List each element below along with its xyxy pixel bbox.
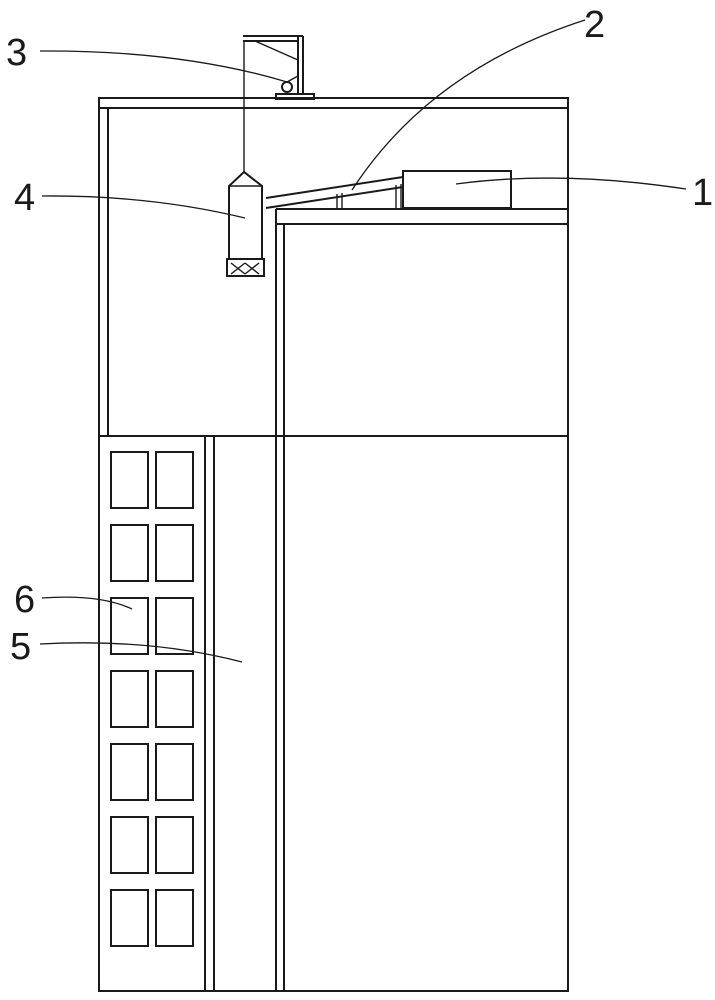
leader-1	[455, 177, 687, 190]
leader-2	[351, 19, 586, 191]
window-pane	[155, 743, 194, 801]
component-1-box	[402, 170, 512, 209]
window-pane	[155, 816, 194, 874]
component-3-hoist	[243, 35, 315, 100]
component-6-windows	[110, 451, 194, 947]
callout-5: 5	[10, 626, 31, 668]
leader-4	[41, 195, 246, 219]
window-pane	[110, 743, 149, 801]
component-4-bucket	[226, 170, 265, 277]
leader-lines	[39, 19, 687, 663]
window-pane	[110, 451, 149, 509]
component-2-chute	[265, 176, 404, 209]
window-pane	[155, 451, 194, 509]
callout-3: 3	[6, 32, 27, 74]
building-frame	[98, 97, 569, 992]
window-pane	[155, 889, 194, 947]
callout-6: 6	[14, 579, 35, 621]
leader-6	[41, 596, 133, 610]
callout-2: 2	[584, 4, 605, 46]
window-pane	[110, 597, 149, 655]
callout-4: 4	[14, 177, 35, 219]
window-pane	[110, 524, 149, 582]
window-pane	[155, 670, 194, 728]
upper-platform	[275, 208, 568, 225]
window-pane	[110, 889, 149, 947]
window-pane	[110, 670, 149, 728]
window-pane	[155, 597, 194, 655]
window-pane	[110, 816, 149, 874]
callout-1: 1	[692, 172, 713, 214]
shaft-walls	[204, 224, 285, 991]
leader-3	[39, 50, 288, 83]
window-pane	[155, 524, 194, 582]
leader-5	[39, 642, 243, 663]
